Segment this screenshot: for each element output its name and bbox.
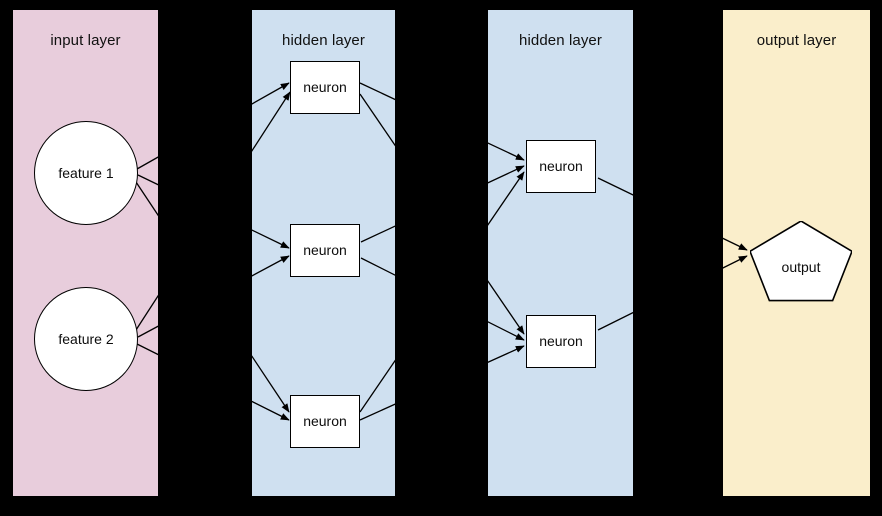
pentagon-shape (750, 221, 852, 303)
layer-panel-input-layer (13, 10, 158, 496)
node-hidden2-neuron-2[interactable]: neuron (526, 314, 596, 368)
node-label-hidden2-neuron-2: neuron (539, 333, 583, 349)
node-hidden1-neuron-3[interactable]: neuron (290, 394, 360, 448)
node-hidden2-neuron-1[interactable]: neuron (526, 139, 596, 193)
layer-title-output-layer: output layer (756, 32, 837, 49)
node-output-node[interactable]: output (750, 221, 852, 303)
node-label-hidden1-neuron-1: neuron (303, 79, 347, 95)
layer-title-hidden-layer-2: hidden layer (519, 32, 602, 49)
layer-panel-hidden-layer-2 (488, 10, 633, 496)
node-label-output-node: output (781, 259, 821, 275)
node-feature-1[interactable]: feature 1 (34, 121, 138, 225)
layer-title-input-layer: input layer (50, 32, 121, 49)
node-label-hidden2-neuron-1: neuron (539, 158, 583, 174)
layer-title-hidden-layer-1: hidden layer (282, 32, 365, 49)
node-label-hidden1-neuron-3: neuron (303, 413, 347, 429)
node-label-hidden1-neuron-2: neuron (303, 242, 347, 258)
node-label-feature-1: feature 1 (58, 165, 114, 181)
node-hidden1-neuron-2[interactable]: neuron (290, 223, 360, 277)
node-feature-2[interactable]: feature 2 (34, 287, 138, 391)
node-label-feature-2: feature 2 (58, 331, 114, 347)
node-hidden1-neuron-1[interactable]: neuron (290, 60, 360, 114)
